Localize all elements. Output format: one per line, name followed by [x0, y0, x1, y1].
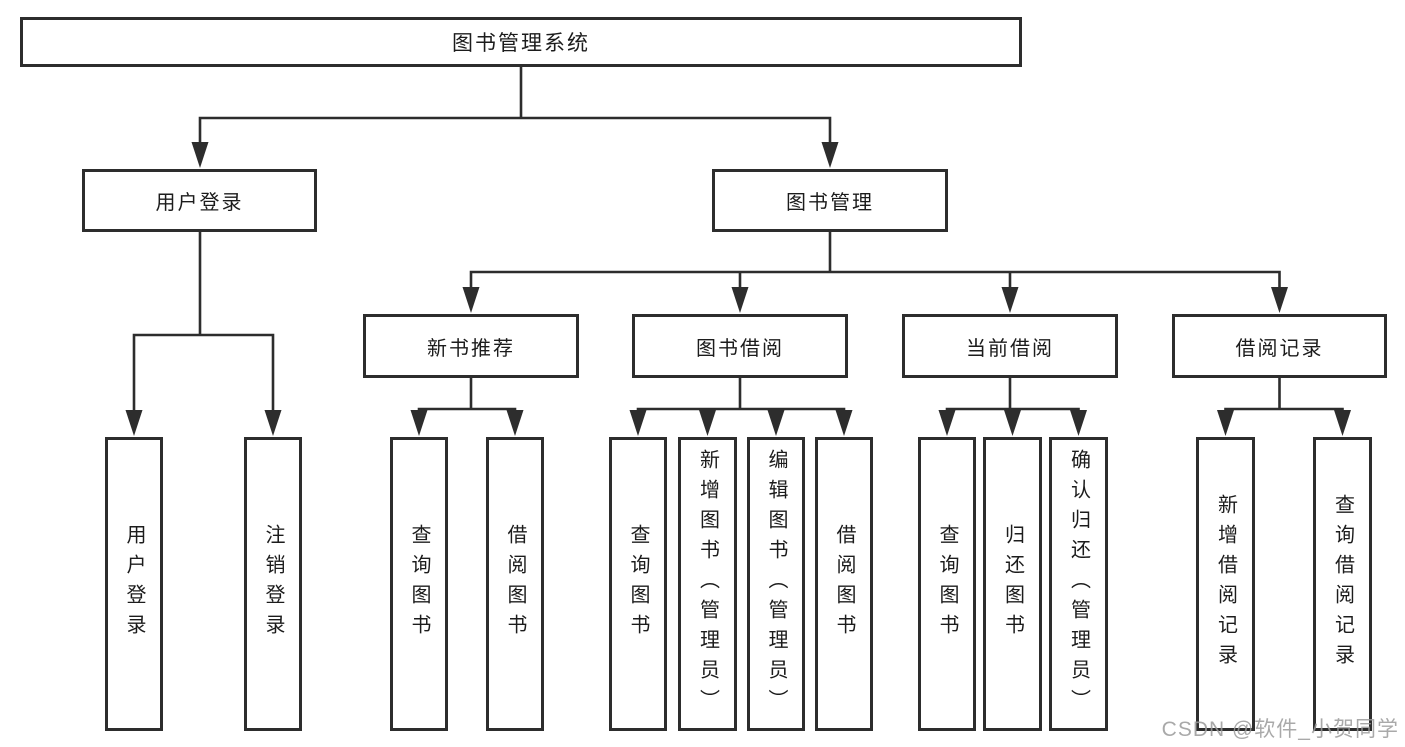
- node-leaf-add-book-admin: 新增图书（管理员）: [678, 437, 737, 731]
- node-book-borrow: 图书借阅: [632, 314, 848, 378]
- node-leaf-borrow-book-1: 借阅图书: [486, 437, 544, 731]
- node-leaf-logout: 注销登录: [244, 437, 302, 731]
- node-borrow-record: 借阅记录: [1172, 314, 1387, 378]
- node-leaf-return-book: 归还图书: [983, 437, 1042, 731]
- node-leaf-query-borrow-record: 查询借阅记录: [1313, 437, 1372, 731]
- node-user-login: 用户登录: [82, 169, 317, 232]
- watermark: CSDN @软件_小贺同学: [1161, 718, 1399, 741]
- node-new-book-recommend: 新书推荐: [363, 314, 579, 378]
- node-leaf-query-book-1: 查询图书: [390, 437, 448, 731]
- node-leaf-confirm-return-admin: 确认归还（管理员）: [1049, 437, 1108, 731]
- node-leaf-borrow-book-2: 借阅图书: [815, 437, 873, 731]
- node-book-management: 图书管理: [712, 169, 948, 232]
- node-root-library-system: 图书管理系统: [20, 17, 1022, 67]
- node-leaf-query-book-3: 查询图书: [918, 437, 976, 731]
- node-leaf-user-login: 用户登录: [105, 437, 163, 731]
- node-leaf-add-borrow-record: 新增借阅记录: [1196, 437, 1255, 731]
- node-leaf-query-book-2: 查询图书: [609, 437, 667, 731]
- node-current-borrow: 当前借阅: [902, 314, 1118, 378]
- node-leaf-edit-book-admin: 编辑图书（管理员）: [747, 437, 805, 731]
